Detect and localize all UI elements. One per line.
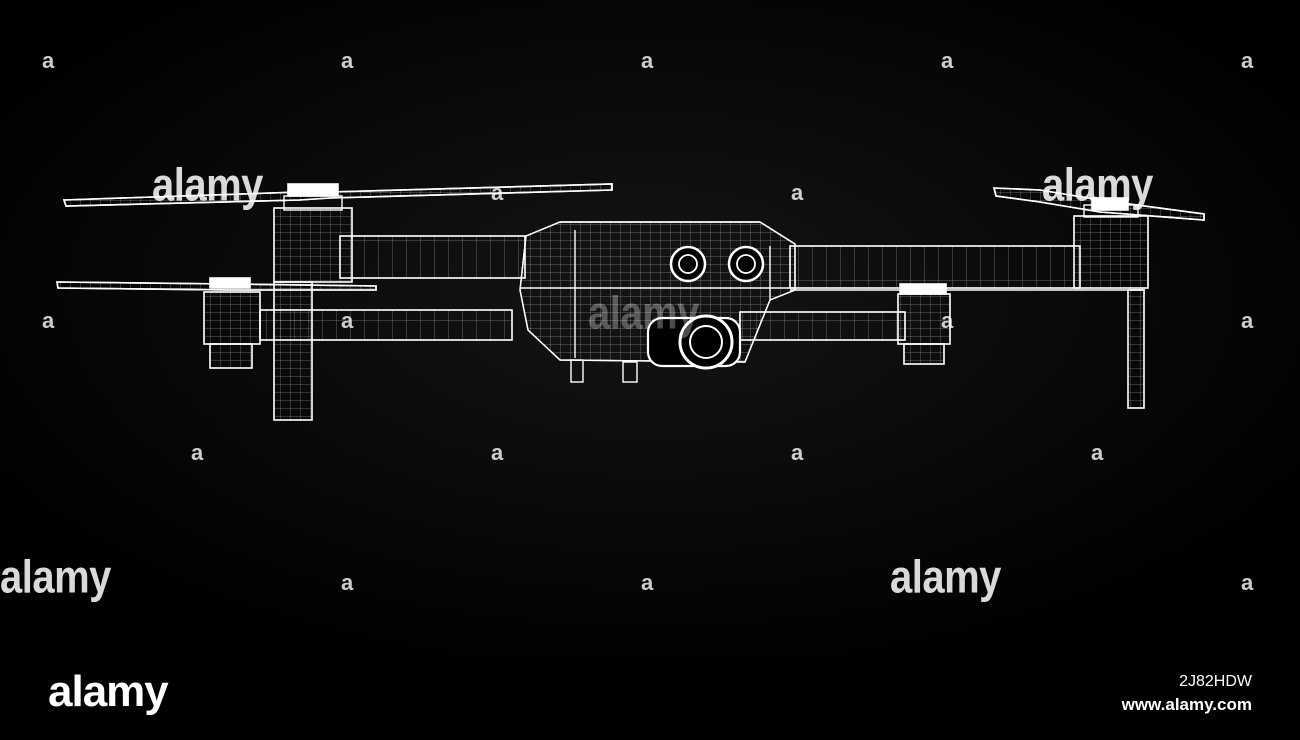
watermark-text: alamy	[890, 552, 1001, 603]
watermark-mark: a	[42, 48, 55, 73]
front-right-arm	[739, 311, 906, 341]
watermark-mark: a	[1241, 570, 1254, 595]
rear-right-motor	[1073, 204, 1149, 409]
drone-body	[519, 221, 796, 383]
footer-logo: alamy	[48, 667, 169, 716]
watermark-mark: a	[941, 48, 954, 73]
watermark-mark: a	[341, 570, 354, 595]
watermark-mark: a	[1241, 48, 1254, 73]
drone-wireframe-image: alamy alamy alamy alamy alamy a a a a a …	[0, 0, 1300, 655]
rear-right-propeller	[992, 187, 1205, 221]
watermark-mark: a	[42, 308, 55, 333]
watermark-mark: a	[791, 180, 804, 205]
watermark-mark: a	[191, 440, 204, 465]
watermark-mark: a	[941, 308, 954, 333]
front-left-motor	[203, 291, 261, 369]
front-right-motor	[897, 293, 951, 365]
stock-footer-bar: alamy 2J82HDW www.alamy.com	[0, 655, 1300, 740]
front-left-propeller	[56, 277, 377, 291]
image-id: 2J82HDW	[1179, 673, 1252, 690]
drone-wireframe-drawing	[0, 0, 1300, 655]
watermark-text: alamy	[0, 552, 111, 603]
rear-left-arm	[339, 235, 526, 279]
front-right-propeller	[899, 283, 947, 295]
footer-url: www.alamy.com	[1121, 695, 1252, 714]
watermark-mark: a	[491, 440, 504, 465]
watermark-mark: a	[341, 308, 354, 333]
watermark-text: alamy	[152, 160, 263, 211]
watermark-mark: a	[641, 48, 654, 73]
watermark-mark: a	[341, 48, 354, 73]
watermark-mark: a	[1091, 440, 1104, 465]
watermark-mark: a	[491, 180, 504, 205]
watermark-mark: a	[1241, 308, 1254, 333]
watermark-text: alamy	[588, 288, 699, 339]
watermark-mark: a	[791, 440, 804, 465]
watermark-text: alamy	[1042, 160, 1153, 211]
rear-left-motor	[273, 195, 353, 421]
rear-left-propeller	[62, 183, 613, 207]
watermark-mark: a	[641, 570, 654, 595]
